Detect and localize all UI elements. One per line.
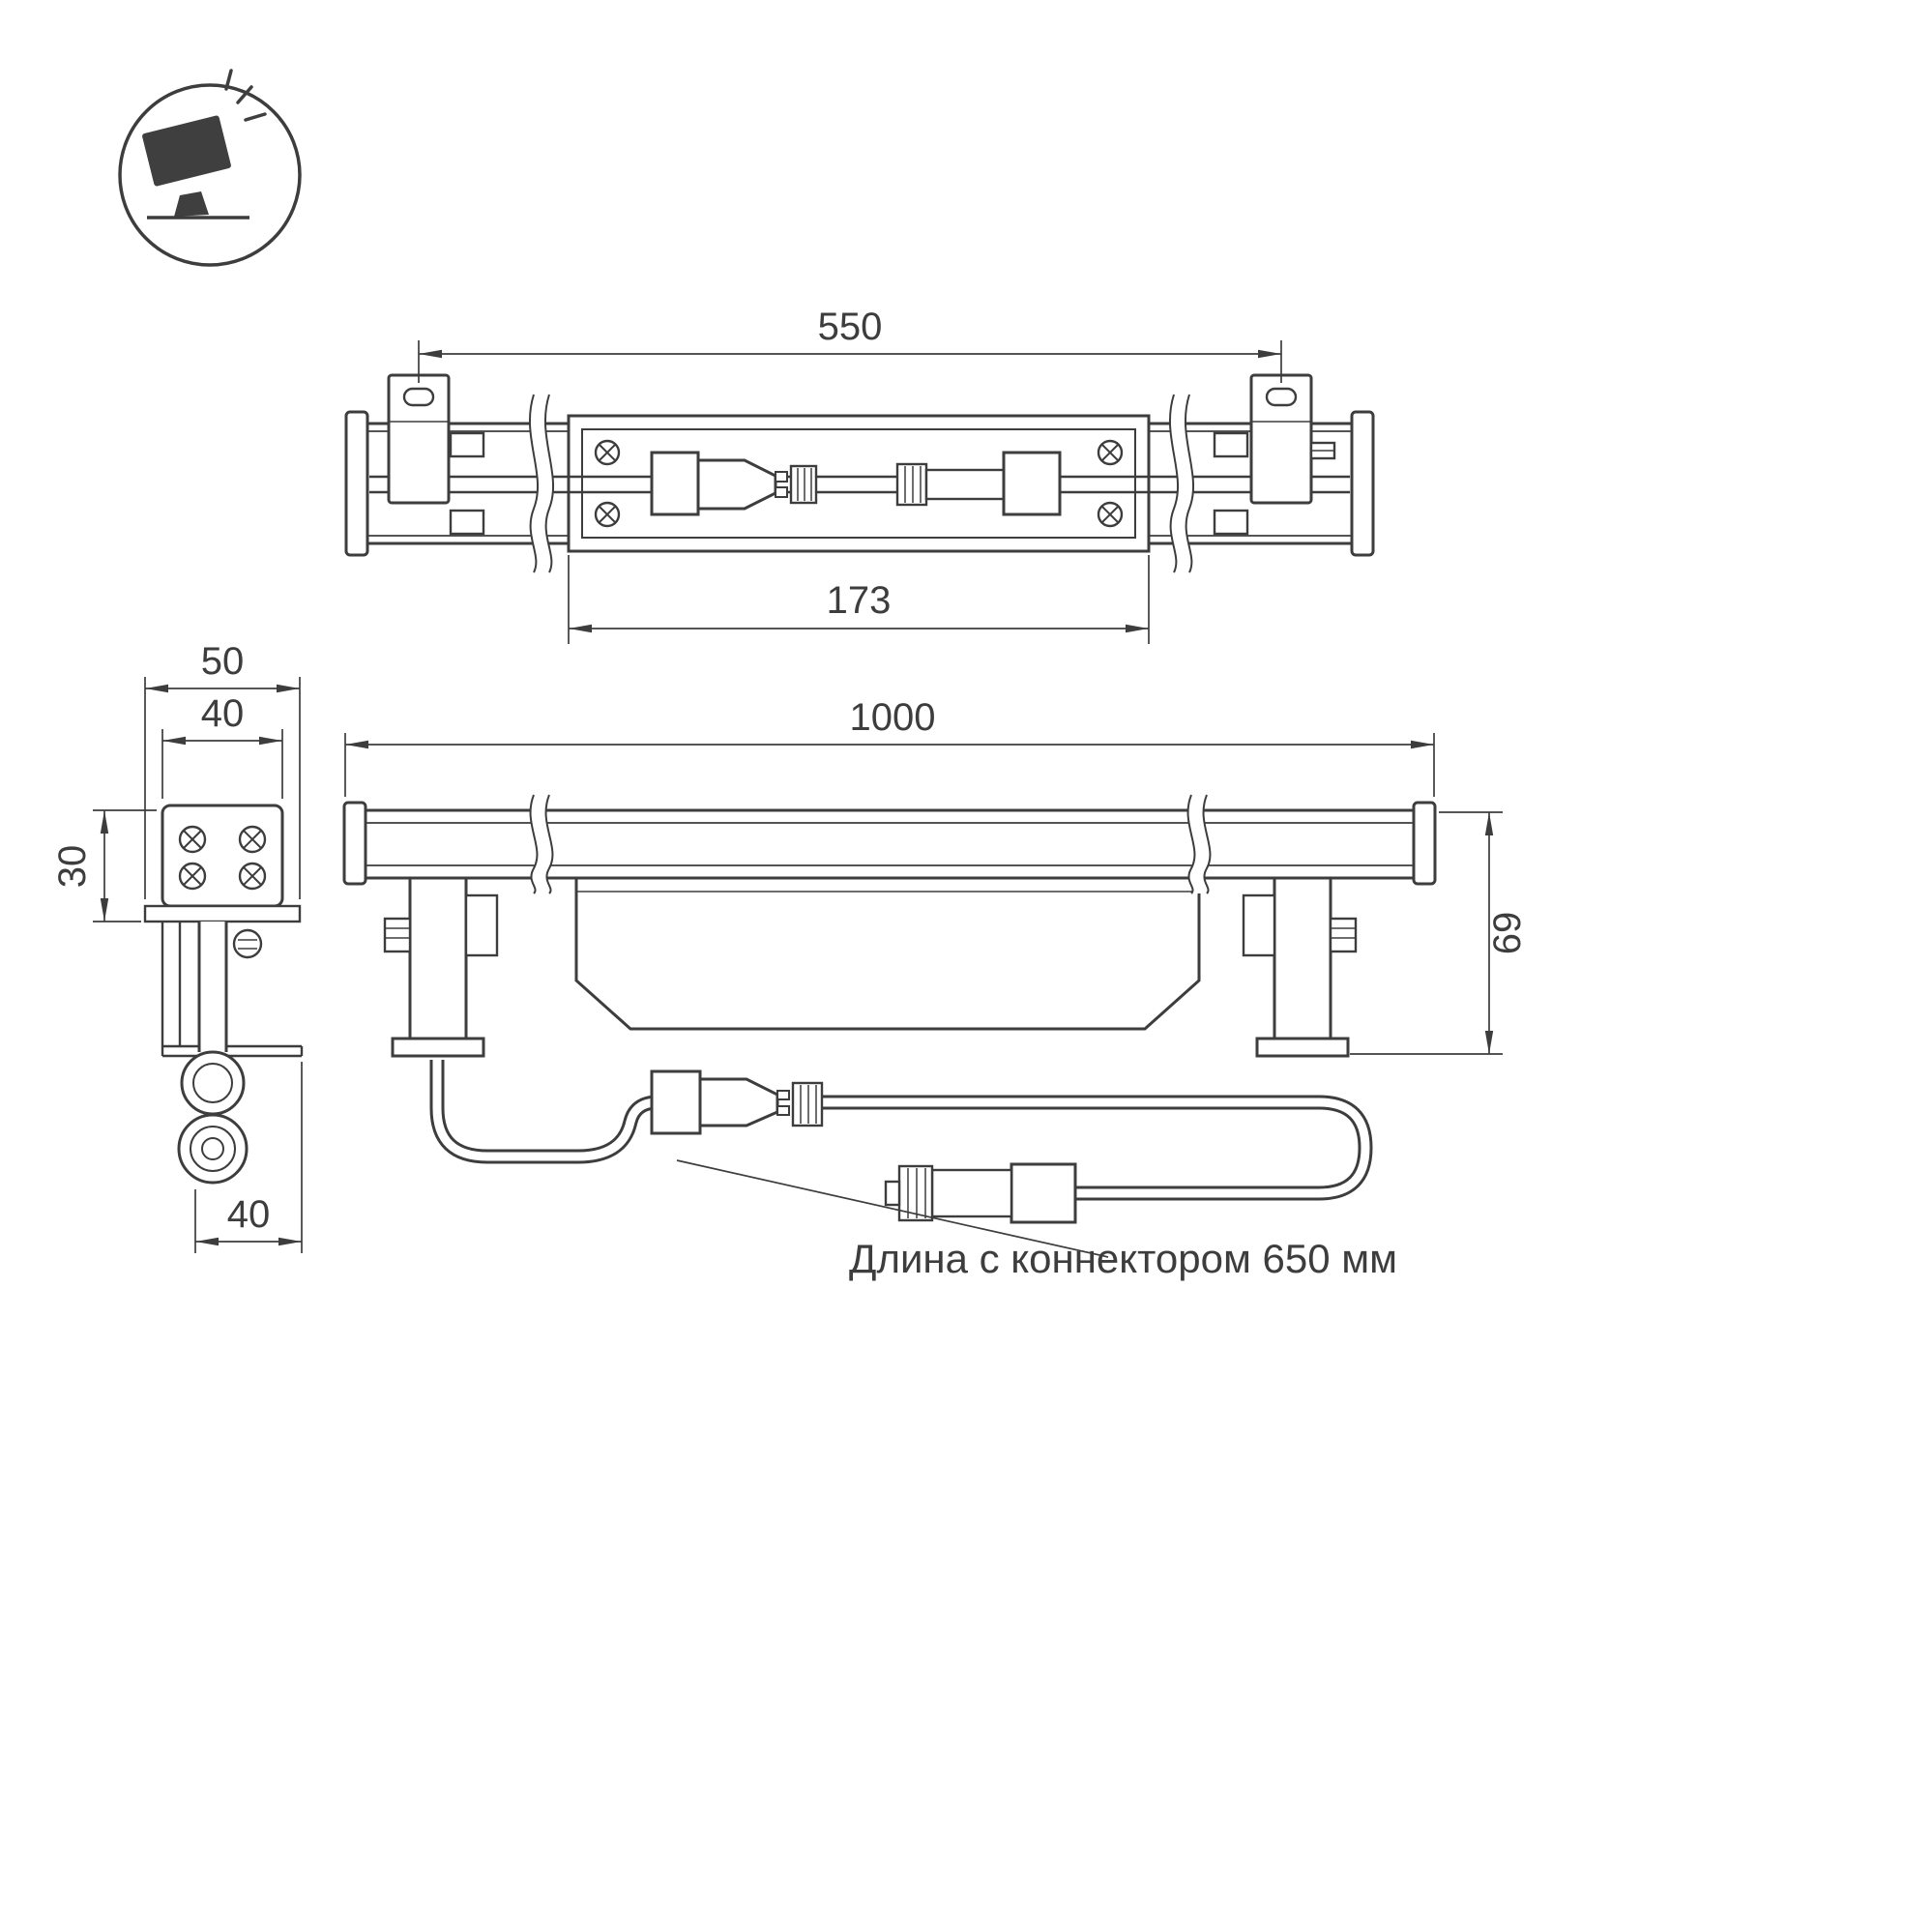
side-view: 50 40 30 40 [51, 640, 304, 1253]
side-bracket-foot [162, 1044, 304, 1058]
floodlight-head [142, 115, 231, 187]
side-cable [197, 922, 228, 1052]
top-view: 550 173 [344, 306, 1375, 644]
feed-cable [429, 1060, 1373, 1201]
annotation-leader-line [676, 1159, 1109, 1258]
dim-label-69: 69 [1486, 912, 1529, 955]
dim-label-50: 50 [201, 640, 245, 683]
break-line [529, 394, 554, 573]
bracket-right-front [1242, 876, 1358, 1058]
dim-label-173: 173 [827, 579, 892, 622]
dimension-173: 173 [568, 555, 1150, 644]
connector-a-front [650, 1069, 824, 1135]
bracket-left-top [387, 373, 451, 505]
side-body [161, 804, 284, 908]
dimension-30: 30 [51, 809, 157, 922]
dim-label-40-top: 40 [201, 692, 245, 735]
driver-body [574, 876, 1201, 1031]
dimension-69: 69 [1350, 811, 1529, 1055]
profile-bar [364, 808, 1416, 880]
side-screws [178, 825, 267, 891]
cable-length-note: Длина с коннектором 650 мм [849, 1236, 1397, 1281]
side-rail-flange [143, 904, 302, 923]
dimension-1000: 1000 [344, 696, 1435, 797]
floodlight-on-stand-icon [118, 69, 302, 267]
dim-label-40-bottom: 40 [227, 1193, 271, 1236]
connector-b-front [884, 1162, 1077, 1224]
connector-b-top [895, 451, 1062, 516]
break-line [1186, 794, 1212, 894]
dimension-40-bottom: 40 [194, 1062, 303, 1253]
dim-label-1000: 1000 [850, 696, 936, 739]
housing-screws [594, 439, 1124, 528]
front-view: 1000 69 Длина с коннектором 650 мм [342, 696, 1529, 1281]
light-rays-icon [224, 69, 267, 122]
dimension-50: 50 [144, 640, 301, 899]
break-line [529, 794, 554, 894]
dimension-550: 550 [418, 306, 1282, 383]
floodlight-stand [174, 191, 209, 217]
dim-label-550: 550 [818, 306, 883, 348]
icon-circle [118, 83, 302, 267]
side-knob-bolt [232, 928, 263, 959]
connector-a-top [650, 451, 818, 516]
dimension-40-top: 40 [161, 692, 283, 799]
side-connector-end [177, 1050, 249, 1185]
dim-label-30: 30 [51, 845, 94, 889]
bracket-left-front [383, 876, 499, 1058]
break-line [1169, 394, 1194, 573]
